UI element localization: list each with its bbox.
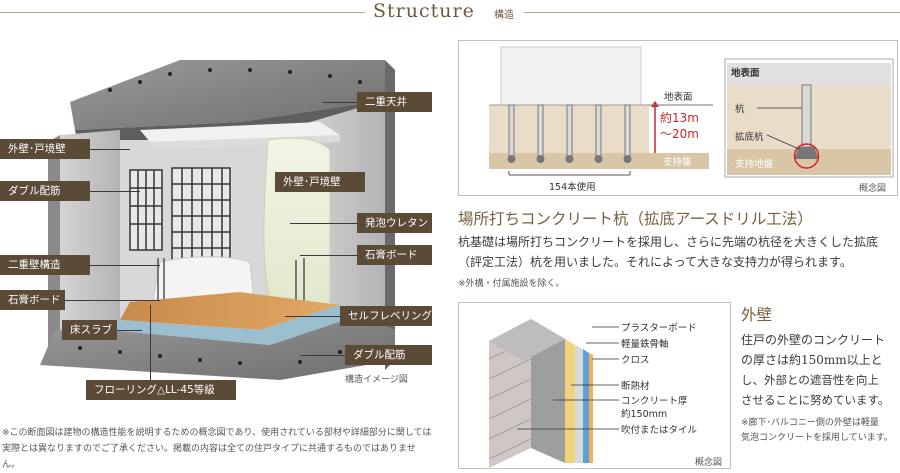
spray-tile-label: 吹付またはタイル — [621, 425, 698, 436]
flooring-surface — [120, 292, 340, 330]
label-double-ceiling: 二重天井 — [357, 92, 432, 112]
top-slab — [70, 60, 385, 130]
cloth-label: クロス — [621, 355, 650, 366]
wall-caption: 概念図 — [695, 458, 723, 468]
header-rule-right — [524, 12, 900, 13]
leader-double-rebar-left — [90, 191, 140, 192]
page-subtitle: 構造 — [494, 10, 514, 21]
insulation-label: 断熱材 — [621, 381, 650, 392]
detail-bearing-label: 支持地盤 — [735, 159, 774, 170]
label-gypsum-right: 石膏ボード — [357, 245, 432, 265]
floor-slab — [40, 315, 395, 380]
leader-gypsum-left — [65, 300, 160, 301]
leader-floor-slab — [117, 330, 142, 331]
depth-line1: 約13m — [660, 111, 699, 125]
detail-ground-label: 地表面 — [731, 68, 760, 79]
depth-line2: ～20m — [660, 127, 699, 141]
wall-body-line-4: させることに努めています。 — [741, 393, 890, 407]
leader-gypsum-right — [300, 255, 357, 256]
wall-diagram — [488, 319, 619, 468]
leader-double-wall — [90, 265, 160, 266]
pile-section-title: 場所打ちコンクリート杭（拡底アースドリル工法） — [458, 210, 813, 228]
wall-body-line-1: 住戸の外壁のコンクリート — [741, 333, 886, 347]
leader-double-ceiling — [322, 102, 357, 103]
pile-count-label: 154本使用 — [546, 179, 599, 193]
concrete-label-2: 約150mm — [621, 409, 668, 420]
pile-diagram — [489, 46, 894, 178]
detail-enlarged-label: 拡底杭 — [735, 132, 764, 143]
label-double-wall: 二重壁構造 — [0, 255, 90, 275]
detail-pile-label: 杭 — [735, 104, 745, 115]
wall-note-line-2: 気泡コンクリートを採用しています。 — [741, 433, 893, 443]
bearing-layer-label: 支持盤 — [663, 157, 692, 168]
ground-surface-label: 地表面 — [664, 92, 693, 103]
double-ceiling — [140, 122, 340, 142]
self-leveling — [110, 305, 360, 345]
plaster-board-label: プラスターボード — [621, 323, 697, 334]
label-exterior-wall-left: 外壁･戸境壁 — [0, 139, 90, 159]
wall-body-line-2: の厚さは約150mm以上と — [741, 353, 883, 367]
footnote: ※この断面図は建物の構造性能を説明するための概念図であり、使用されている部材や詳… — [2, 428, 432, 470]
leader-self-leveling — [285, 316, 340, 317]
label-exterior-wall-right: 外壁･戸境壁 — [275, 172, 365, 192]
label-double-rebar-left: ダブル配筋 — [0, 181, 90, 201]
label-floor-slab: 床スラブ — [62, 320, 117, 340]
label-self-leveling: セルフレベリング — [340, 306, 432, 326]
header-rule-left — [0, 12, 365, 13]
wall-section-title: 外壁 — [741, 306, 773, 324]
leader-flooring — [150, 305, 151, 380]
wall-note-line-1: ※廊下･バルコニー側の外壁は軽量 — [741, 418, 879, 428]
label-gypsum-left: 石膏ボード — [0, 290, 65, 310]
label-flooring: フローリング△LL-45等級 — [86, 380, 236, 400]
concrete-label-1: コンクリート厚 — [621, 396, 688, 407]
leader-foam-urethane — [290, 223, 357, 224]
label-foam-urethane: 発泡ウレタン — [357, 213, 432, 233]
pile-section-body: 杭基礎は場所打ちコンクリートを採用し、さらに先端の杭径を大きくした拡底（評定工法… — [458, 235, 879, 269]
page-title: Structure — [373, 0, 475, 22]
label-double-rebar-right: ダブル配筋 — [345, 345, 432, 365]
wall-body-line-3: し、外部との遮音性を向上 — [741, 373, 879, 387]
pile-section-note: ※外構・付属施設を除く。 — [458, 279, 565, 289]
illustration-caption: 構造イメージ図 — [345, 375, 408, 385]
leader-exterior-wall-left — [90, 149, 130, 150]
pile-caption: 概念図 — [859, 184, 887, 194]
structure-illustration — [40, 60, 395, 380]
wall-diagram-panel: プラスターボード 軽量鉄骨軸 クロス 断熱材 コンクリート厚 約150mm 吹付… — [458, 302, 731, 469]
leader-double-rebar-right — [300, 355, 345, 356]
steel-frame-label: 軽量鉄骨軸 — [621, 339, 669, 350]
pile-diagram-panel: 地表面 約13m ～20m 支持盤 154本使用 地表面 杭 拡底杭 支持地盤 … — [458, 40, 898, 196]
